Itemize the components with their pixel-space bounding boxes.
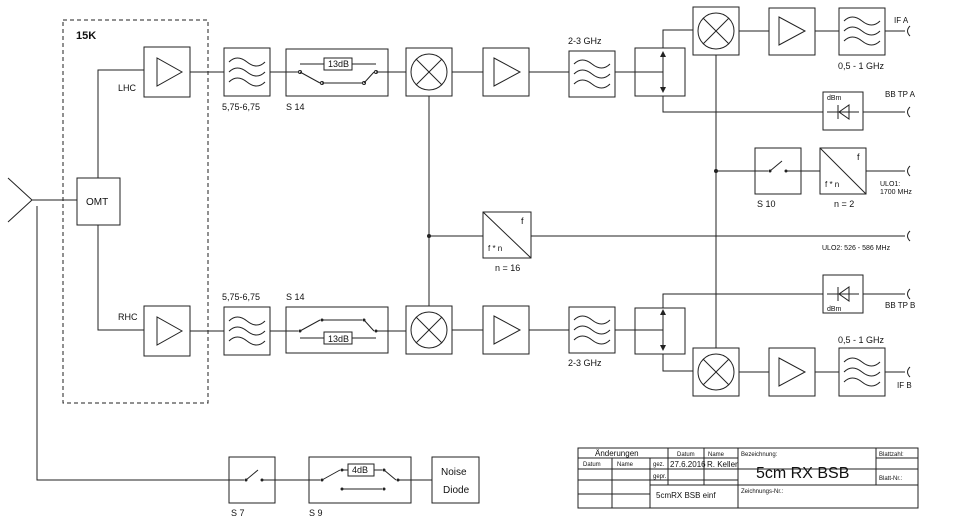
title-block — [577, 447, 919, 509]
output-filter-b — [838, 347, 886, 397]
detector-b — [822, 274, 864, 314]
tb-aenderungen: Änderungen — [595, 449, 639, 458]
tb-col-name: Name — [617, 462, 634, 468]
attenuator-top-label: 13dB — [328, 59, 349, 69]
output-filter-a — [838, 7, 886, 56]
mult-ulo1-n: n = 2 — [834, 199, 854, 209]
dbm-a-label: dBm — [827, 95, 842, 102]
detector-a — [822, 91, 864, 131]
rhc-label: RHC — [118, 312, 138, 322]
bbtp-b-connector[interactable] — [907, 288, 911, 300]
tb-datum-header: Datum — [677, 452, 695, 458]
if-a-label: IF A — [894, 16, 909, 25]
ulo2-connector[interactable] — [907, 230, 911, 242]
output-filter-a-label: 0,5 - 1 GHz — [838, 61, 885, 71]
if-b-connector[interactable] — [907, 366, 911, 378]
lna-bottom — [143, 305, 191, 357]
dbm-b-label: dBm — [827, 306, 842, 313]
if-amplifier-top — [482, 47, 530, 97]
tb-gepr: gepr. — [653, 474, 667, 480]
mult-ulo1-f: f — [857, 152, 860, 162]
bbtp-b-label: BB TP B — [885, 301, 915, 310]
cryostat-label: 15K — [76, 30, 96, 42]
rf-bandpass-filter-top — [223, 47, 271, 97]
tb-bezeichnung-value: 5cm RX BSB — [756, 465, 849, 482]
mult-ulo1-fn: f * n — [825, 180, 839, 189]
tb-zeichnungs-nr: Zeichnungs-Nr.: — [741, 489, 784, 495]
ulo1-connector[interactable] — [907, 165, 911, 177]
output-filter-b-label: 0,5 - 1 GHz — [838, 335, 885, 345]
switch-s9 — [308, 456, 412, 504]
noise-diode — [431, 456, 480, 504]
switch-s14-bottom — [285, 306, 389, 354]
tb-col-datum: Datum — [583, 462, 601, 468]
switch-top-label: S 14 — [286, 102, 305, 112]
if-bandpass-filter-top — [568, 50, 616, 98]
tb-date-value: 27.6.2016 — [670, 460, 706, 469]
multiplier-ulo1 — [819, 147, 867, 195]
if-amplifier-bottom — [482, 305, 530, 355]
if-filter-bottom-label: 2-3 GHz — [568, 358, 602, 368]
cryostat-boundary — [62, 19, 209, 404]
noise-label-2: Diode — [443, 485, 470, 496]
tb-blattzahl: Blattzahl: — [879, 452, 904, 458]
switch-bottom-label: S 14 — [286, 292, 305, 302]
ulo1-label-2: 1700 MHz — [880, 189, 912, 196]
if-bandpass-filter-bottom — [568, 306, 616, 354]
tb-name-value: R. Keller — [707, 460, 738, 469]
switch-s14-top — [285, 48, 389, 97]
amplifier-b — [768, 347, 816, 397]
tb-name-header: Name — [708, 452, 725, 458]
splitter-bottom — [634, 307, 686, 355]
mixer-top — [405, 47, 453, 97]
multiplier-ulo2 — [482, 211, 532, 259]
if-a-connector[interactable] — [907, 25, 911, 37]
antenna-symbol — [7, 177, 77, 223]
bbtp-a-connector[interactable] — [907, 106, 911, 118]
omt-block — [76, 177, 121, 226]
mult-ulo2-fn: f * n — [488, 244, 502, 253]
tb-bezeichnung-label: Bezeichnung: — [741, 452, 778, 458]
omt-label: OMT — [86, 197, 108, 208]
mixer-bottom — [405, 305, 453, 355]
rf-filter-top-label: 5,75-6,75 — [222, 102, 260, 112]
mixer-b — [692, 347, 740, 397]
amplifier-a — [768, 7, 816, 56]
s10-label: S 10 — [757, 199, 776, 209]
noise-label-1: Noise — [441, 467, 467, 478]
lhc-label: LHC — [118, 83, 137, 93]
tb-blatt-nr: Blatt-Nr.: — [879, 476, 903, 482]
rf-bandpass-filter-bottom — [223, 306, 271, 356]
rf-filter-bottom-label: 5,75-6,75 — [222, 292, 260, 302]
s7-label: S 7 — [231, 508, 245, 518]
lna-top — [143, 46, 191, 98]
tb-file-name: 5cmRX BSB einf — [656, 491, 716, 500]
if-filter-top-label: 2-3 GHz — [568, 36, 602, 46]
switch-s7 — [228, 456, 276, 504]
attenuator-s9-label: 4dB — [352, 465, 368, 475]
mult-ulo2-f: f — [521, 216, 524, 226]
switch-s10 — [754, 147, 802, 195]
mixer-a — [692, 6, 740, 56]
if-b-label: IF B — [897, 381, 912, 390]
bbtp-a-label: BB TP A — [885, 90, 916, 99]
ulo1-label-1: ULO1: — [880, 181, 900, 188]
splitter-top — [634, 47, 686, 97]
noise-coupling-line — [36, 206, 229, 481]
mult-ulo2-n: n = 16 — [495, 263, 520, 273]
ulo2-label: ULO2: 526 - 586 MHz — [822, 245, 891, 252]
s9-label: S 9 — [309, 508, 323, 518]
tb-gez: gez. — [653, 462, 665, 468]
attenuator-bottom-label: 13dB — [328, 334, 349, 344]
